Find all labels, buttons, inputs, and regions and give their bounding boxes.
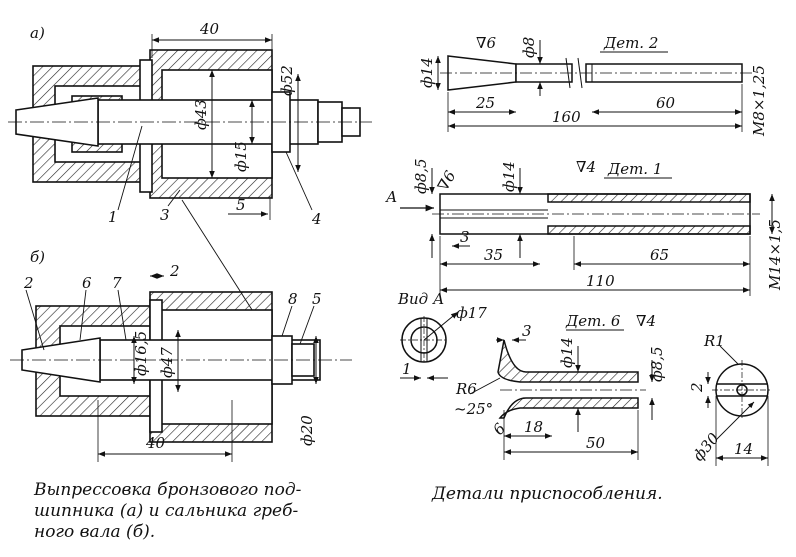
det1-finish: ∇4 [576, 158, 596, 176]
view-a-dim-1: 1 [402, 360, 412, 378]
det1-dim-35: 35 [484, 246, 503, 264]
det1-view-arrow: А [385, 188, 397, 206]
det2-dim-60: 60 [656, 94, 676, 112]
figure-b-part-7: 7 [112, 274, 122, 292]
det1-taper: ∇6 [434, 167, 460, 194]
caption-left: Выпрессовка бронзового под- шипника (а) … [34, 480, 301, 543]
figure-a-dim-40: 40 [199, 20, 220, 38]
caption-left-line-3: ного вала (б). [34, 522, 156, 542]
det6-side-dim-2: 2 [688, 382, 706, 393]
view-a-labels: Вид А ф17 1 [397, 290, 487, 378]
det6-dim-phi14: ф14 [558, 337, 576, 368]
figure-a [8, 34, 372, 361]
det6-radius: R6 [455, 380, 477, 398]
figure-a-dim-5: 5 [236, 196, 246, 214]
figure-b-dim-phi16-5: ф16,5 [132, 331, 150, 376]
caption-left-line-2: шипника (а) и сальника греб- [34, 501, 299, 521]
det1-drawing [400, 168, 775, 296]
det2-finish: ∇6 [476, 34, 496, 52]
view-a-drawing [400, 311, 459, 381]
figure-b-dim-40: 40 [145, 434, 166, 452]
det6-side-drawing [705, 345, 772, 466]
det6-title: Дет. 6 [565, 312, 621, 330]
figure-b-part-8: 8 [288, 290, 298, 308]
det2-labels: Дет. 2 ∇6 ф8 ф14 25 160 60 М8×1,25 [418, 34, 768, 137]
figure-a-dim-phi52: ф52 [278, 65, 296, 96]
det1-dim-phi14: ф14 [500, 161, 518, 192]
det2-dim-25: 25 [475, 94, 495, 112]
det6-finish: ∇4 [636, 312, 656, 330]
figure-b-part-2: 2 [23, 274, 34, 292]
figure-a-dim-phi43: ф43 [192, 99, 210, 130]
figure-b-dim-phi47: ф47 [158, 347, 176, 378]
figure-a-part-3: 3 [160, 206, 170, 224]
caption-left-line-1: Выпрессовка бронзового под- [34, 480, 302, 500]
figure-b [10, 273, 352, 462]
figure-a-part-1: 1 [108, 208, 118, 226]
figure-b-dim-phi20: ф20 [298, 415, 316, 446]
view-a-dim-phi17: ф17 [456, 304, 487, 322]
det1-thread: М14×1,5 [766, 219, 784, 291]
figure-a-dim-phi15: ф15 [232, 141, 250, 172]
figure-a-panel-label: а) [30, 24, 45, 42]
det2-dim-phi8: ф8 [520, 37, 538, 58]
det2-dim-160: 160 [552, 108, 581, 126]
figure-b-panel-label: б) [30, 248, 45, 266]
det2-drawing [435, 40, 752, 132]
det6-dim-18: 18 [524, 418, 543, 436]
det6-angle: ~25° [454, 400, 493, 418]
det6-dim-50: 50 [586, 434, 606, 452]
det1-dim-110: 110 [586, 272, 615, 290]
caption-right: Детали приспособления. [432, 484, 663, 504]
view-a-title: Вид А [397, 290, 444, 308]
det1-dim-3: 3 [460, 228, 470, 246]
det2-dim-phi14: ф14 [418, 57, 436, 88]
det2-title: Дет. 2 [603, 34, 658, 52]
figure-b-labels: б) 2 6 7 8 5 2 ф16,5 ф47 40 ф20 [23, 248, 322, 452]
det1-dim-65: 65 [650, 246, 669, 264]
det2-thread: М8×1,25 [750, 65, 768, 137]
figure-a-labels: а) 40 ф43 ф52 ф15 5 1 3 4 [30, 20, 322, 228]
figure-a-part-4: 4 [311, 210, 322, 228]
det6-side-dim-14: 14 [734, 440, 753, 458]
figure-b-part-5: 5 [312, 290, 322, 308]
figure-b-dim-2: 2 [169, 262, 180, 280]
det6-drawing [469, 329, 655, 460]
det1-title: Дет. 1 [607, 160, 662, 178]
det6-side-radius: R1 [703, 332, 725, 350]
det6-dim-3: 3 [522, 322, 532, 340]
det6-side-dim-phi30: ф30 [689, 429, 723, 465]
det1-dim-phi8-5: ф8,5 [412, 158, 430, 194]
det6-dim-phi8-5: ф8,5 [648, 346, 666, 382]
figure-b-part-6: 6 [82, 274, 92, 292]
